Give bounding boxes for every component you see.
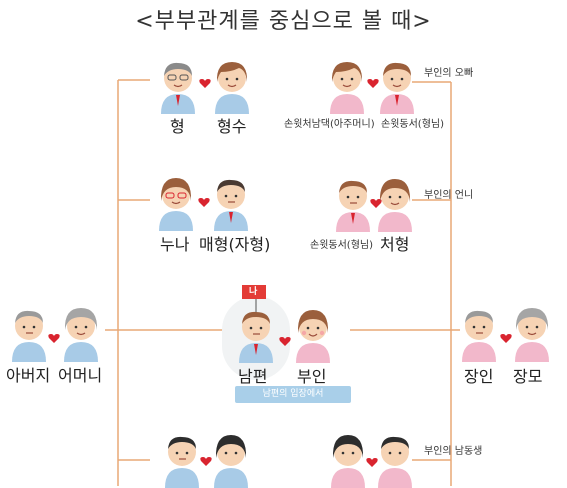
label-wife-sis: 처형: [380, 235, 410, 254]
flag-label: 나: [249, 287, 258, 297]
wife-bro-wife-figure: [328, 58, 366, 114]
heart-icon: [367, 74, 379, 88]
note-wife-older-brother: 부인의 오빠: [424, 68, 474, 79]
father-in-law-figure: [460, 306, 498, 362]
brother-wife-figure: [213, 58, 251, 114]
younger-brother-wife-figure: [212, 432, 250, 488]
flag-icon: [242, 285, 266, 313]
label-mother-in-law: 장모: [513, 367, 543, 386]
heart-icon: [48, 329, 60, 343]
perspective-badge: 남편의 입장에서: [235, 386, 351, 403]
wife-younger-bro-wife-figure: [329, 432, 367, 488]
heart-icon: [199, 74, 211, 88]
label-wife-bro: 손윗동서(형님): [381, 119, 445, 130]
mother-figure: [62, 306, 100, 362]
sister-figure: [157, 175, 195, 231]
heart-icon: [500, 329, 512, 343]
label-wife-sis-husband: 손윗동서(형님): [310, 240, 374, 251]
wife-figure: [294, 307, 332, 363]
younger-brother-figure: [163, 432, 201, 488]
label-sister: 누나: [160, 235, 190, 254]
heart-icon: [198, 193, 210, 207]
mother-in-law-figure: [513, 306, 551, 362]
label-father-in-law: 장인: [464, 367, 494, 386]
label-husband: 남편: [238, 367, 268, 386]
wife-sis-husband-figure: [334, 176, 372, 232]
page-title: <부부관계를 중심으로 볼 때>: [135, 9, 432, 34]
wife-sis-figure: [376, 176, 414, 232]
label-wife: 부인: [297, 367, 327, 386]
father-figure: [10, 306, 48, 362]
wife-younger-bro-figure: [376, 432, 414, 488]
label-mother: 어머니: [58, 366, 103, 385]
note-wife-older-sister: 부인의 언니: [424, 190, 474, 201]
label-father: 아버지: [6, 366, 51, 385]
label-brother-wife: 형수: [217, 117, 247, 136]
label-sister-husband: 매형(자형): [199, 235, 271, 254]
heart-icon: [279, 332, 291, 346]
sister-husband-figure: [212, 175, 250, 231]
label-wife-bro-wife: 손윗처남댁(아주머니): [284, 119, 375, 130]
brother-figure: [159, 58, 197, 114]
heart-icon: [366, 453, 378, 467]
note-wife-younger-brother: 부인의 남동생: [424, 446, 483, 457]
heart-icon: [370, 194, 382, 208]
heart-icon: [200, 452, 212, 466]
wife-bro-figure: [378, 58, 416, 114]
label-brother: 형: [170, 117, 185, 136]
husband-figure: [237, 307, 275, 363]
